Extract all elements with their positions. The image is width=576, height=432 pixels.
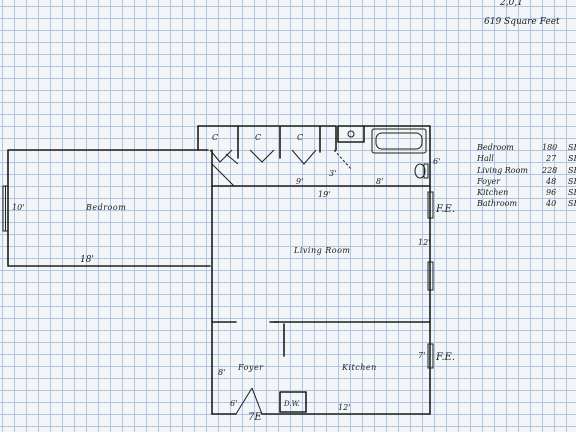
living-height-dimension: 12' xyxy=(418,238,430,247)
living-top-9-dimension: 9' xyxy=(296,177,303,186)
legend-unit: SF xyxy=(568,188,576,197)
sink-icon xyxy=(347,130,355,138)
foyer-height-dimension: 8' xyxy=(218,368,225,377)
entrance-door xyxy=(235,387,253,415)
kitchen-window xyxy=(427,343,434,369)
fire-escape-1-label: F.E. xyxy=(435,204,455,215)
area-label: 619 Square Feet xyxy=(484,17,560,27)
kitchen-label: Kitchen xyxy=(341,363,377,372)
legend-unit: SF xyxy=(568,143,576,152)
legend-name: Living Room xyxy=(476,166,528,175)
header-partial-text: 2,0,1 xyxy=(499,0,523,8)
foyer-6-dimension: 6' xyxy=(230,399,237,408)
legend-row: Hall 27 SF xyxy=(476,154,576,163)
legend-unit: SF xyxy=(568,154,576,163)
area-legend: Bedroom 180 SF Hall 27 SF Living Room 22… xyxy=(476,143,576,208)
legend-row: Kitchen 96 SF xyxy=(476,188,576,197)
living-window-1 xyxy=(427,191,434,219)
bedroom-height-dimension: 10' xyxy=(12,203,24,212)
legend-value: 228 xyxy=(541,166,557,175)
legend-name: Foyer xyxy=(476,177,501,186)
bathroom-height-dimension: 6' xyxy=(433,157,440,166)
legend-name: Bathroom xyxy=(476,199,517,208)
living-room-label: Living Room xyxy=(293,246,351,255)
legend-value: 96 xyxy=(546,188,556,197)
bedroom-outline xyxy=(2,149,211,267)
closet-2-label: C xyxy=(255,133,261,142)
legend-value: 180 xyxy=(542,143,557,152)
legend-value: 40 xyxy=(545,199,556,208)
living-top-3-dimension: 3' xyxy=(329,169,336,178)
living-room-outline xyxy=(211,149,434,415)
fire-escape-2-label: F.E. xyxy=(435,352,455,363)
bedroom-label: Bedroom xyxy=(85,203,126,212)
legend-name: Hall xyxy=(476,154,494,163)
legend-name: Kitchen xyxy=(476,188,508,197)
foyer-label: Foyer xyxy=(237,363,264,372)
kitchen-height-dimension: 7' xyxy=(418,351,425,360)
foyer-kitchen-walls xyxy=(211,321,434,415)
kitchen-width-dimension: 12' xyxy=(338,403,350,412)
living-top-8-dimension: 8' xyxy=(376,177,383,186)
bathroom xyxy=(337,125,431,189)
closet-1-label: C xyxy=(212,133,218,142)
legend-name: Bedroom xyxy=(476,143,514,152)
closet-3-label: C xyxy=(297,133,303,142)
legend-unit: SF xyxy=(568,177,576,186)
closet-row xyxy=(197,125,353,187)
legend-row: Bedroom 180 SF xyxy=(476,143,576,152)
bathtub-icon xyxy=(371,128,427,154)
legend-value: 27 xyxy=(545,154,557,163)
dishwasher-box xyxy=(279,391,307,413)
dishwasher-label: D.W. xyxy=(283,400,300,408)
bedroom-width-dimension: 18' xyxy=(80,255,94,265)
legend-unit: SF xyxy=(568,199,576,208)
legend-value: 48 xyxy=(545,177,556,186)
legend-row: Foyer 48 SF xyxy=(476,177,576,186)
legend-row: Living Room 228 SF xyxy=(476,166,576,175)
living-width-dimension: 19' xyxy=(318,190,330,199)
legend-row: Bathroom 40 SF xyxy=(476,199,576,208)
toilet-icon xyxy=(414,163,426,179)
legend-unit: SF xyxy=(568,166,576,175)
living-window-2 xyxy=(427,261,434,291)
entrance-label: 7E xyxy=(248,412,262,423)
